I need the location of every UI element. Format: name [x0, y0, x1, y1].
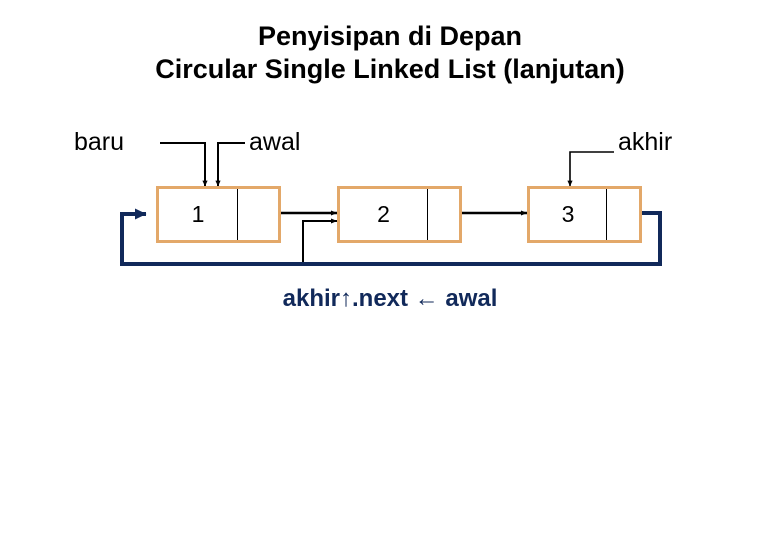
- pointer-label-akhir: akhir: [618, 128, 673, 156]
- pointer-label-baru: baru: [74, 128, 125, 156]
- list-node-1: 1: [156, 186, 281, 243]
- node-3-value: 3: [561, 201, 575, 227]
- node-2-value: 2: [377, 201, 390, 227]
- pointer-label-awal: awal: [249, 128, 301, 156]
- link-old-awal-to-node2: [302, 218, 338, 264]
- list-node-3: 3: [527, 186, 642, 243]
- title-line-1: Penyisipan di Depan: [257, 21, 523, 51]
- title-line-2: Circular Single Linked List (lanjutan): [155, 54, 625, 84]
- leader-line-awal: [215, 142, 245, 187]
- leader-line-akhir: [567, 151, 614, 187]
- operation-caption: akhir↑.next ← awal: [282, 285, 498, 312]
- leader-line-baru: [160, 142, 208, 187]
- list-node-2: 2: [337, 186, 462, 243]
- node-2-divider: [427, 189, 428, 240]
- node-1-value: 1: [191, 201, 205, 227]
- slide-title: Penyisipan di Depan Circular Single Link…: [0, 20, 780, 86]
- node-3-divider: [606, 189, 607, 240]
- node-1-divider: [237, 189, 238, 240]
